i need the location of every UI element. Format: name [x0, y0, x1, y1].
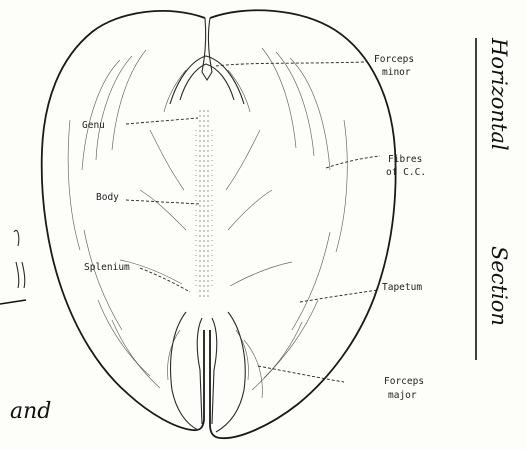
side-text-horizontal: Horizontal [487, 37, 511, 151]
label-tapetum: Tapetum [382, 282, 422, 293]
side-text-section: Section [487, 246, 511, 326]
leader-genu [126, 118, 198, 124]
label-forceps-minor-1: Forceps [374, 54, 414, 65]
label-forceps-major-1: Forceps [384, 376, 424, 387]
leader-forceps-major [258, 366, 344, 382]
label-forceps-minor-2: minor [382, 67, 411, 78]
labels: Forceps minor Genu Fibres of C.C. Body S… [82, 54, 426, 401]
leader-fibres [326, 156, 380, 168]
leader-forceps-minor [216, 62, 364, 66]
label-fibres-1: Fibres [388, 154, 422, 165]
margin-text-and: and [10, 399, 51, 424]
label-genu: Genu [82, 120, 105, 131]
label-splenium: Splenium [84, 262, 130, 273]
label-fibres-2: of C.C. [386, 167, 426, 178]
label-forceps-major-2: major [388, 390, 417, 401]
leader-body [126, 200, 200, 204]
side-text: Horizontal Section [476, 37, 511, 360]
leader-lines [126, 62, 380, 382]
leader-splenium [140, 268, 190, 292]
label-body: Body [96, 192, 119, 203]
fibre-hatching [68, 48, 347, 398]
left-margin-marks [0, 230, 26, 304]
